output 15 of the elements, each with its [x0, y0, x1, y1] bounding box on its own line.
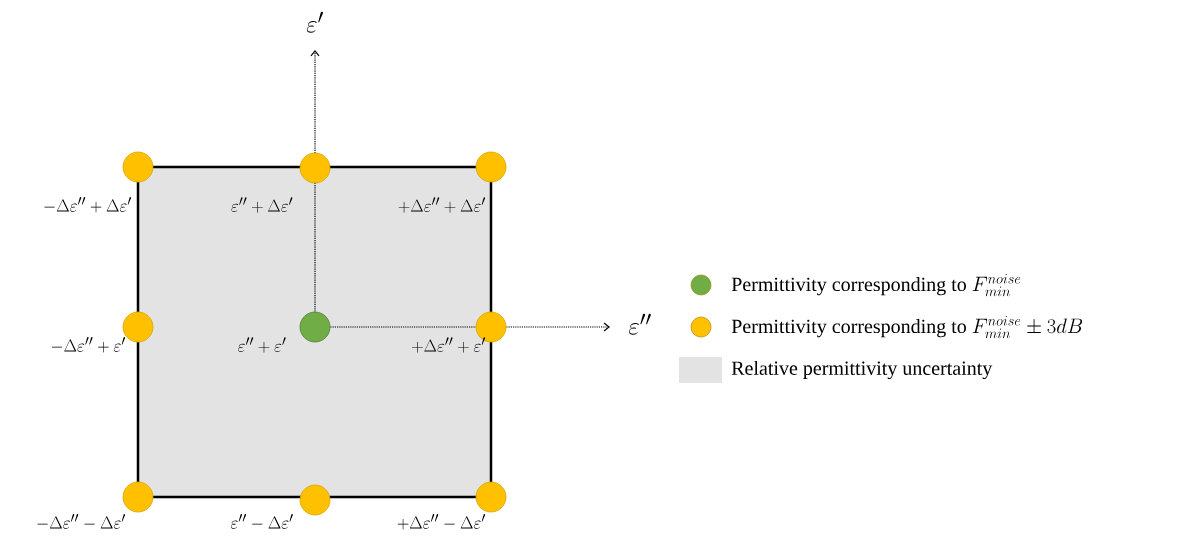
point-label: $\varepsilon'' + \Delta\varepsilon'$ — [231, 197, 293, 213]
legend-text: $\mbox{Relative permittivity uncertainty}$ — [731, 360, 993, 380]
point-label: $\varepsilon'' - \Delta\varepsilon'$ — [230, 514, 293, 529]
legend-text: $\mbox{Permittivity corresponding to }F_{min}^{noise}$ — [731, 273, 1021, 297]
point-label: $-\Delta\varepsilon'' + \varepsilon'$ — [51, 337, 126, 353]
point-label: $\varepsilon'' + \varepsilon'$ — [238, 337, 286, 353]
point-label: $+\Delta\varepsilon'' - \Delta\varepsilon'$ — [397, 514, 486, 530]
axis-label: $\varepsilon''$ — [629, 313, 651, 335]
point-label: $-\Delta\varepsilon'' + \Delta\varepsilon'$ — [44, 197, 132, 213]
axis-label: $\varepsilon'$ — [306, 11, 324, 33]
point-label: $+\Delta\varepsilon'' + \varepsilon'$ — [412, 337, 486, 353]
point-label: $-\Delta\varepsilon'' - \Delta\varepsilon'$ — [37, 514, 126, 529]
uncertainty-region — [136, 165, 493, 499]
legend-text: $\mbox{Permittivity corresponding to }F_{min}^{noise} \pm 3dB$ — [731, 315, 1083, 339]
point-label: $+\Delta\varepsilon'' + \Delta\varepsilon'$ — [398, 197, 486, 213]
